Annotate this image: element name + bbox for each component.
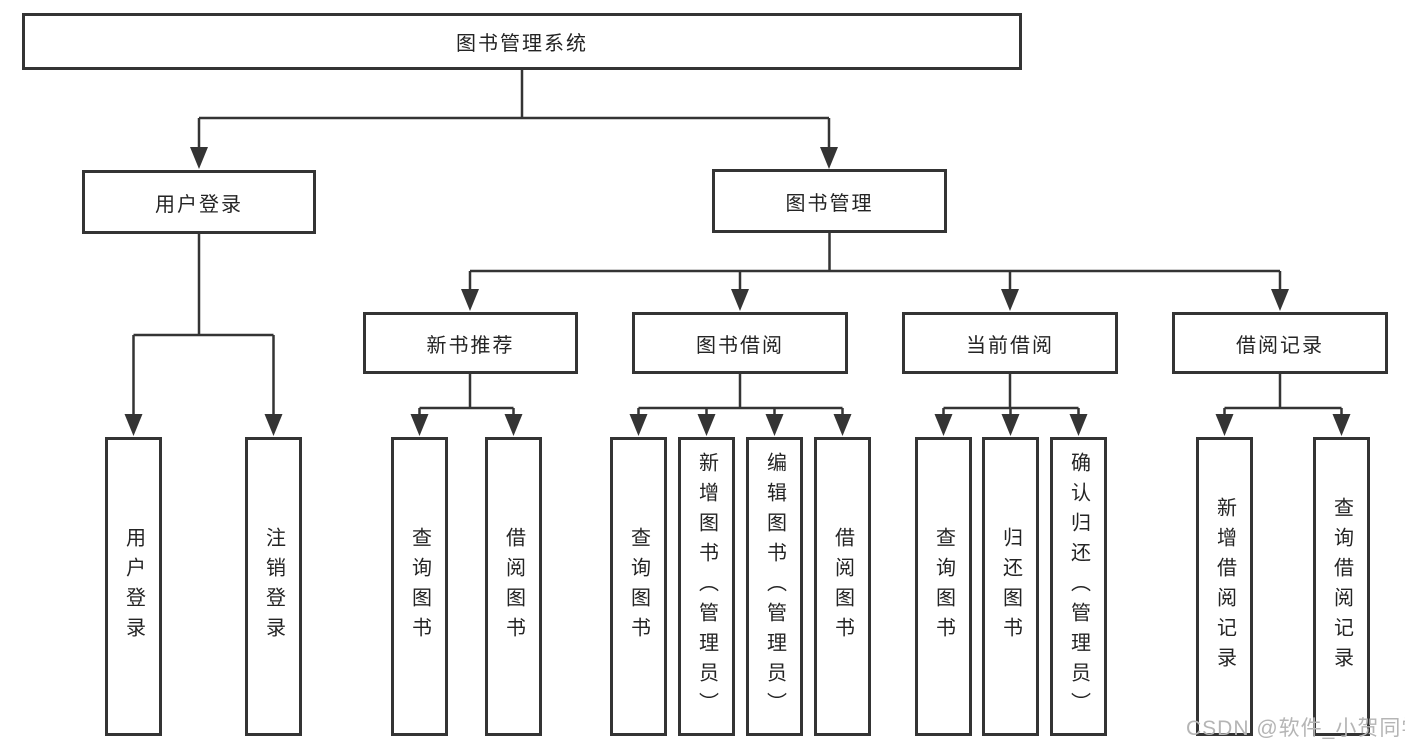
leaf-user-login: 用户登录 (105, 437, 162, 736)
arrowhead (1332, 414, 1351, 436)
arrowhead (504, 414, 523, 436)
node-new-book-recommend: 新书推荐 (363, 312, 578, 374)
node-borrowing-records: 借阅记录 (1172, 312, 1388, 374)
leaf-borrow-add-books-admin: 新增图书（管理员） (678, 437, 735, 736)
connector-book-management-children (461, 232, 1289, 311)
connector-root-to-level2 (190, 70, 838, 169)
arrowhead (1001, 414, 1020, 436)
arrowhead (629, 414, 648, 436)
connector-borrowing-records-children (1215, 374, 1351, 436)
arrowhead (833, 414, 852, 436)
arrowhead (1001, 289, 1019, 311)
node-book-management: 图书管理 (712, 169, 947, 233)
leaf-records-query-borrow-record: 查询借阅记录 (1313, 437, 1370, 736)
connector-new-book-recommend-children (410, 374, 523, 436)
arrowhead (820, 147, 838, 169)
leaf-borrow-query-books: 查询图书 (610, 437, 667, 736)
leaf-borrow-borrow-books: 借阅图书 (814, 437, 871, 736)
arrowhead (731, 289, 749, 311)
arrowhead (124, 414, 143, 436)
leaf-logout-login: 注销登录 (245, 437, 302, 736)
arrowhead (410, 414, 429, 436)
arrowhead (765, 414, 784, 436)
arrowhead (190, 147, 208, 169)
connector-user-login-children (124, 234, 283, 436)
leaf-borrow-edit-books-admin: 编辑图书（管理员） (746, 437, 803, 736)
leaf-newbook-borrow-books: 借阅图书 (485, 437, 542, 736)
node-current-borrowing: 当前借阅 (902, 312, 1118, 374)
arrowhead (461, 289, 479, 311)
arrowhead (697, 414, 716, 436)
connector-current-borrowing-children (934, 374, 1088, 436)
arrowhead (1271, 289, 1289, 311)
arrowhead (934, 414, 953, 436)
leaf-records-add-borrow-record: 新增借阅记录 (1196, 437, 1253, 736)
leaf-newbook-query-books: 查询图书 (391, 437, 448, 736)
arrowhead (1069, 414, 1088, 436)
leaf-current-query-books: 查询图书 (915, 437, 972, 736)
watermark: CSDN @软件_小贺同学 (1186, 717, 1405, 740)
arrowhead (1215, 414, 1234, 436)
node-root: 图书管理系统 (22, 13, 1022, 70)
node-user-login: 用户登录 (82, 170, 316, 234)
arrowhead (264, 414, 283, 436)
connector-book-borrowing-children (629, 374, 852, 436)
leaf-current-confirm-return-admin: 确认归还（管理员） (1050, 437, 1107, 736)
node-book-borrowing: 图书借阅 (632, 312, 848, 374)
leaf-current-return-books: 归还图书 (982, 437, 1039, 736)
